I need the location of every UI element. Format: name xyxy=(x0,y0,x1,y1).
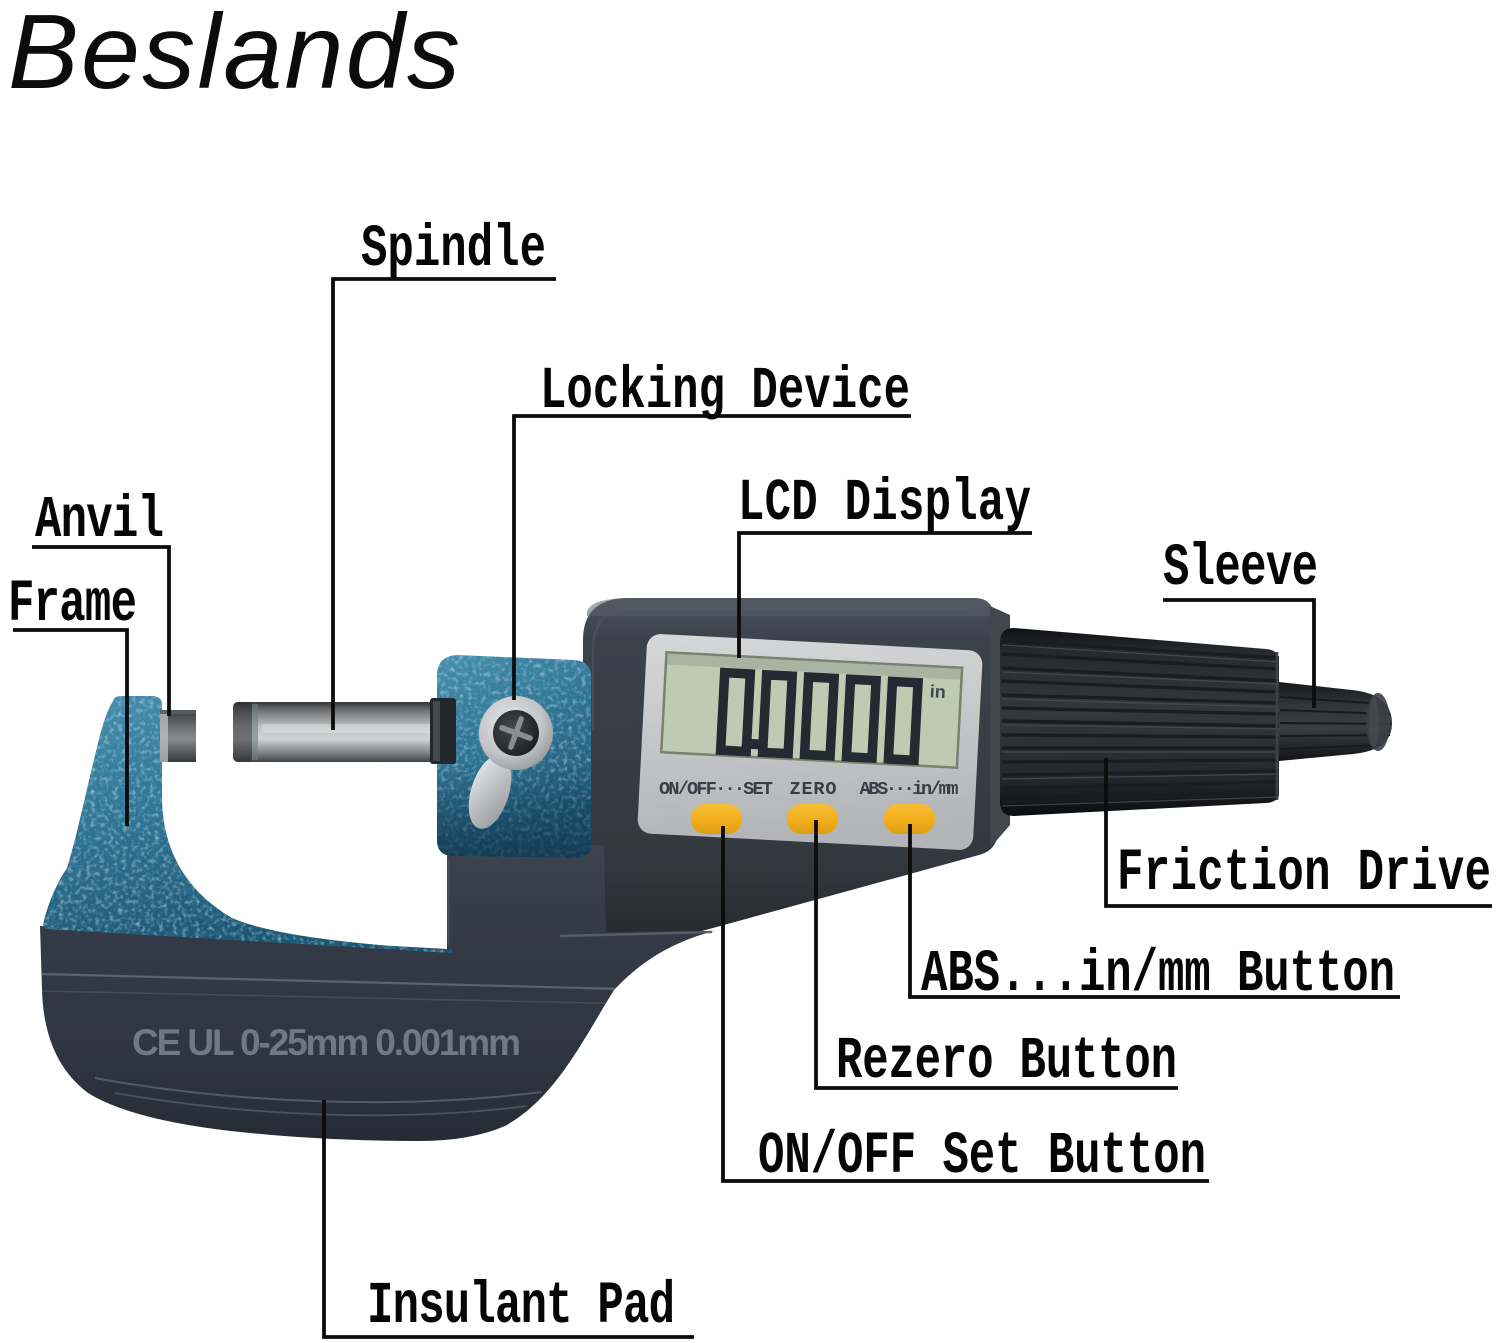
svg-text:Insulant Pad: Insulant Pad xyxy=(367,1272,675,1340)
svg-text:Spindle: Spindle xyxy=(361,215,546,283)
svg-text:Sleeve: Sleeve xyxy=(1163,534,1318,602)
svg-text:Rezero Button: Rezero Button xyxy=(836,1027,1177,1095)
svg-text:LCD Display: LCD Display xyxy=(738,469,1031,537)
svg-text:Anvil: Anvil xyxy=(35,486,164,554)
svg-text:Friction Drive: Friction Drive xyxy=(1117,839,1491,907)
svg-text:ZERO: ZERO xyxy=(790,779,837,800)
svg-text:ABS...in/mm Button: ABS...in/mm Button xyxy=(921,940,1395,1008)
svg-text:ABS···in/mm: ABS···in/mm xyxy=(860,779,959,800)
svg-text:ON/OFF Set Button: ON/OFF Set Button xyxy=(758,1122,1206,1190)
svg-text:Locking Device: Locking Device xyxy=(540,357,910,425)
svg-text:in: in xyxy=(929,681,946,702)
svg-text:ON/OFF···SET: ON/OFF···SET xyxy=(659,779,773,800)
svg-text:CE UL 0-25mm 0.001mm: CE UL 0-25mm 0.001mm xyxy=(132,1022,522,1063)
svg-text:Frame: Frame xyxy=(8,570,137,638)
svg-text:Beslands: Beslands xyxy=(8,0,460,111)
